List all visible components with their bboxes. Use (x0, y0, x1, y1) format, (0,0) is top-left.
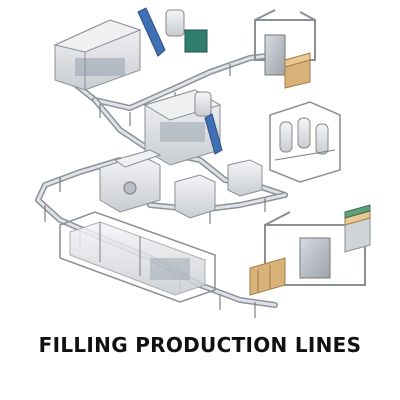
palletizer-top (254, 9, 316, 89)
labeling-machine (99, 149, 162, 213)
palletizer-bottom (249, 204, 371, 296)
packing-machine (59, 211, 216, 303)
shrink-wrapper (174, 159, 263, 219)
image-caption: FILLING PRODUCTION LINES (38, 333, 362, 357)
water-treatment-unit (269, 101, 341, 183)
rinser-filler-capper (143, 89, 223, 166)
cap-elevator (137, 7, 208, 57)
conveyor-legs (44, 64, 266, 318)
production-line-illustration (35, 7, 371, 318)
filling-machine (53, 19, 142, 91)
